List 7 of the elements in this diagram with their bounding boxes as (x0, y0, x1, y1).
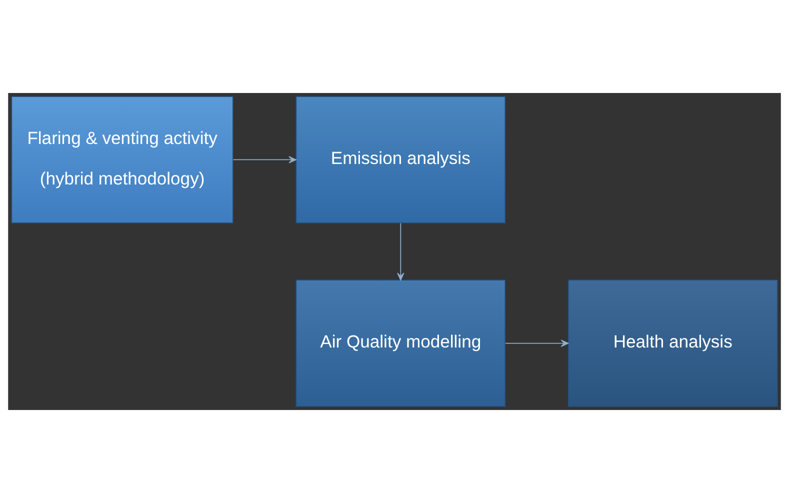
node-box: Flaring & venting activity (hybrid methodology) (11, 96, 234, 224)
node-box: Health analysis (568, 280, 778, 407)
node-box: Emission analysis (296, 96, 506, 224)
node-box: Air Quality modelling (296, 280, 506, 407)
arrow (232, 156, 296, 164)
arrow (504, 340, 569, 347)
arrow (397, 222, 404, 280)
